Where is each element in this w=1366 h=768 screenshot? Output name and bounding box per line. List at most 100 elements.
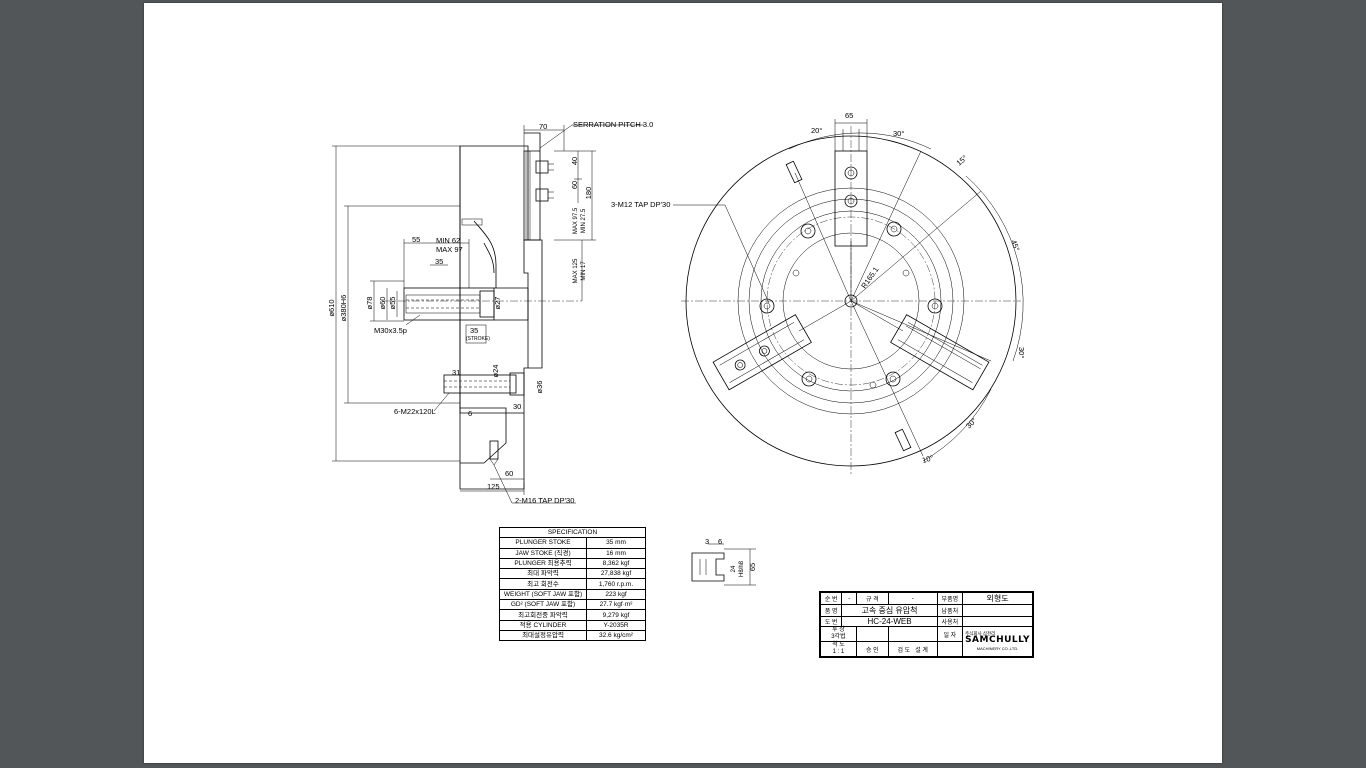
- dim-line-125: [460, 483, 525, 495]
- dim-max125: MAX 125: [573, 258, 579, 283]
- technical-drawing: ø610 ø380H6 ø78 ø60 ø55 ø27 ø24 ø36 70 5…: [327, 111, 1026, 586]
- dim-max97: MAX 97: [436, 245, 463, 254]
- dim-30: 30: [513, 402, 521, 411]
- dim-610: ø610: [327, 299, 336, 316]
- serration-leader: [539, 124, 644, 149]
- dim-60-v: 60: [570, 181, 579, 189]
- tap-hole-m16: [489, 440, 499, 460]
- product-name: 고속 중심 유압척: [841, 604, 938, 617]
- dim-78: ø78: [365, 297, 374, 310]
- dim-line-78: [370, 280, 404, 322]
- dim-125: 125: [487, 482, 500, 491]
- dim-27: ø27: [493, 297, 502, 310]
- bolt-holes: [759, 221, 943, 389]
- angle-arc-top: [788, 132, 932, 150]
- detail-6: 6: [718, 537, 722, 546]
- m16-note: 2-M16 TAP DP'30: [515, 496, 574, 505]
- top-jaw: [524, 132, 541, 151]
- dim-min27-5: MIN 27.5: [581, 208, 587, 233]
- dim-180: 180: [584, 187, 593, 200]
- mount-bolt: [443, 374, 517, 394]
- dim-max97-5: MAX 97.5: [573, 207, 579, 234]
- dim-6: 6: [468, 409, 472, 418]
- angle-arc-bottom: [922, 388, 992, 462]
- dim-line-55-top: [403, 239, 470, 288]
- dim-line-180: [554, 150, 596, 241]
- dim-60-bot: 60: [505, 469, 513, 478]
- dim-31: 31: [452, 368, 460, 377]
- detail-h8: H8/h8: [739, 560, 745, 577]
- drawing-number: HC-24-WEB: [841, 615, 938, 628]
- serration-line: [525, 151, 531, 240]
- dim-380h6: ø380H6: [339, 295, 348, 322]
- dim-65-front: 65: [845, 111, 853, 120]
- table-row: WEIGHT (SOFT JAW 포함)223 kgf: [499, 588, 646, 601]
- dim-36: ø36: [535, 381, 544, 394]
- angle-10: 10°: [921, 453, 934, 465]
- dim-35-stroke: 35: [470, 326, 478, 335]
- body-back-face: [459, 146, 525, 490]
- angle-15: 15°: [955, 153, 969, 167]
- angle-30c: 30°: [964, 416, 978, 430]
- piston-bore: [403, 287, 495, 321]
- wedge-curve-2: [483, 242, 495, 274]
- dim-40: 40: [570, 157, 579, 165]
- dim-line-70: [523, 125, 565, 151]
- table-row: GD² (SOFT JAW 포함)27.7 kgf·m²: [499, 599, 646, 611]
- drawing-sheet: ø610 ø380H6 ø78 ø60 ø55 ø27 ø24 ø36 70 5…: [144, 3, 1222, 763]
- part-name: 외형도: [962, 592, 1033, 605]
- dim-line-40-60: [574, 151, 582, 203]
- stud-top: [461, 218, 483, 226]
- m30-leader: [405, 314, 421, 326]
- dim-min17: MIN 17: [581, 261, 587, 281]
- m22-note: 6-M22x120L: [394, 407, 436, 416]
- angle-45: 45°: [1009, 239, 1021, 253]
- m12-leader: [673, 204, 770, 304]
- dim-line-610: [332, 145, 460, 462]
- detail-24: 24: [731, 565, 737, 572]
- radius-165: R165.1: [859, 265, 880, 290]
- jaw-block: [523, 150, 541, 241]
- table-row: JAW STOKE (직경)16 mm: [499, 547, 646, 559]
- spec-title: SPECIFICATION: [499, 526, 646, 539]
- wedge-curve: [473, 220, 497, 288]
- dim-55-top: 55: [412, 235, 420, 244]
- dim-min62: MIN 62: [436, 236, 460, 245]
- jaw-bolt-1: [535, 160, 549, 174]
- back-plate-cut: [460, 407, 507, 464]
- inner-cavity: [494, 287, 529, 321]
- jaw-right: [890, 314, 990, 391]
- m16-leader: [493, 464, 576, 504]
- stroke-note: (STROKE): [466, 336, 490, 342]
- detail-65: 65: [748, 563, 757, 571]
- dim-35-top: 35: [435, 257, 443, 266]
- jaw-bolt-2: [535, 188, 549, 202]
- jaw-top: [834, 129, 868, 247]
- m12-note: 3-M12 TAP DP'30: [611, 200, 670, 209]
- angle-30a: 30°: [893, 129, 904, 138]
- dim-70: 70: [539, 122, 547, 131]
- detail-3: 3: [705, 537, 709, 546]
- tap-hole-1: [785, 160, 803, 184]
- dim-65-line: [834, 119, 868, 151]
- company-logo: 주식회사 삼천리 SAMCHULLY MACHINERY CO.,LTD.: [962, 626, 1033, 658]
- bolt-head: [509, 372, 525, 396]
- dim-24: ø24: [491, 365, 500, 378]
- angle-arc-right: [965, 175, 1024, 362]
- stroke-gap: [465, 324, 487, 344]
- tap-hole-2: [894, 428, 912, 452]
- m30-note: M30x3.5p: [374, 326, 407, 335]
- side-view: ø610 ø380H6 ø78 ø60 ø55 ø27 ø24 ø36 70 5…: [327, 120, 653, 505]
- m22-leader: [433, 392, 450, 412]
- angle-30b: 30°: [1017, 347, 1026, 358]
- jaw-left: [712, 314, 812, 391]
- serration-detail: 3 6 24 H8/h8 65: [691, 537, 757, 586]
- draw-bolt: [405, 294, 481, 314]
